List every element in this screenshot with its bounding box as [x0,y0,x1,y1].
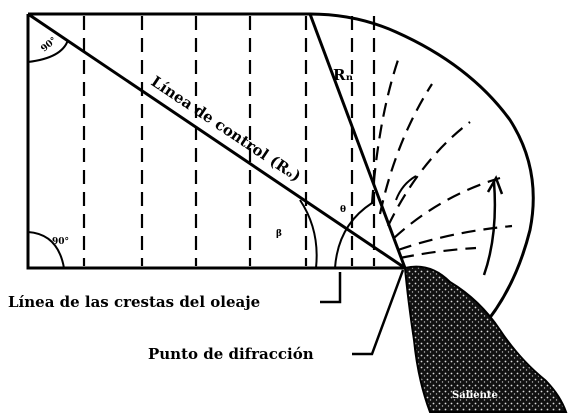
headland-label: Saliente [452,390,498,401]
diffracted-crest [397,224,513,252]
sheltered-zone-outline [26,12,405,270]
radius-line [308,13,407,269]
diffraction-boundary-arc [309,12,535,331]
propagation-arrow-right-head [486,175,504,195]
diffracted-crest [387,121,471,227]
angle-arc-beta [299,199,318,269]
propagation-arrow-left [395,175,417,201]
control-line-label: Línea de control (Rₒ) [148,72,305,185]
diffracted-wave-crests [370,59,513,260]
diffraction-point-label: Punto de difracción [148,345,314,363]
angle-label-beta: β [276,229,282,239]
crest-line-label: Línea de las crestas del oleaje [8,293,260,311]
diffracted-crest [393,176,501,239]
diffracted-crest [370,59,400,205]
angle-arc-top-left [27,39,69,63]
angle-arc-bottom-left [27,231,65,269]
diffracted-crest [399,246,477,260]
angle-label-theta: θ [340,205,346,215]
crest-line-leader [320,272,342,304]
diffraction-point-leader [352,269,405,356]
diffracted-crest [378,83,433,215]
angle-label-top-left: 90° [40,36,59,55]
radius-label: Rₙ [333,66,353,84]
wave-crest-lines [82,16,376,266]
angle-label-bottom-left: 90° [52,237,69,247]
control-line [27,12,406,270]
headland-landmass [403,265,568,413]
propagation-arrow-right [482,181,497,276]
angle-arc-theta [334,202,373,269]
